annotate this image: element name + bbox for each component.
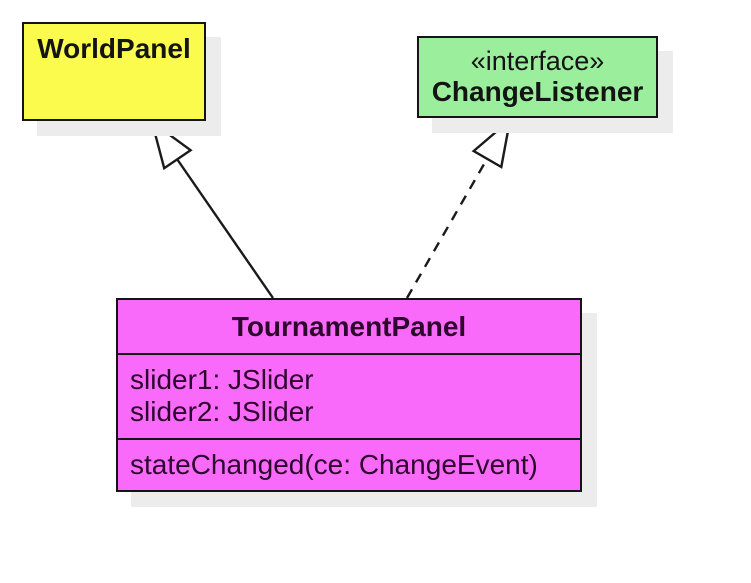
interface-stereotype-label: «interface»	[470, 46, 605, 77]
hollow-triangle-arrowhead-icon	[471, 116, 512, 169]
realization-dashed-line	[405, 158, 489, 299]
class-name-changelistener: ChangeListener	[431, 76, 644, 108]
attributes-compartment: slider1: JSlider slider2: JSlider	[118, 353, 580, 438]
operations-compartment: stateChanged(ce: ChangeEvent)	[118, 438, 580, 490]
generalization-connector[interactable]	[149, 119, 274, 299]
class-box-changelistener[interactable]: «interface» ChangeListener	[417, 36, 658, 118]
class-box-tournamentpanel[interactable]: TournamentPanel slider1: JSlider slider2…	[116, 298, 582, 492]
class-name-tournamentpanel: TournamentPanel	[231, 310, 467, 342]
attribute-row: slider1: JSlider	[130, 364, 314, 395]
generalization-line	[176, 158, 274, 299]
attribute-row: slider2: JSlider	[130, 395, 314, 427]
class-name-worldpanel: WorldPanel	[37, 33, 191, 64]
hollow-triangle-arrowhead-icon	[149, 119, 193, 171]
realization-connector[interactable]	[405, 116, 512, 299]
operation-row: stateChanged(ce: ChangeEvent)	[130, 449, 538, 480]
class-box-worldpanel[interactable]: WorldPanel	[22, 22, 206, 121]
